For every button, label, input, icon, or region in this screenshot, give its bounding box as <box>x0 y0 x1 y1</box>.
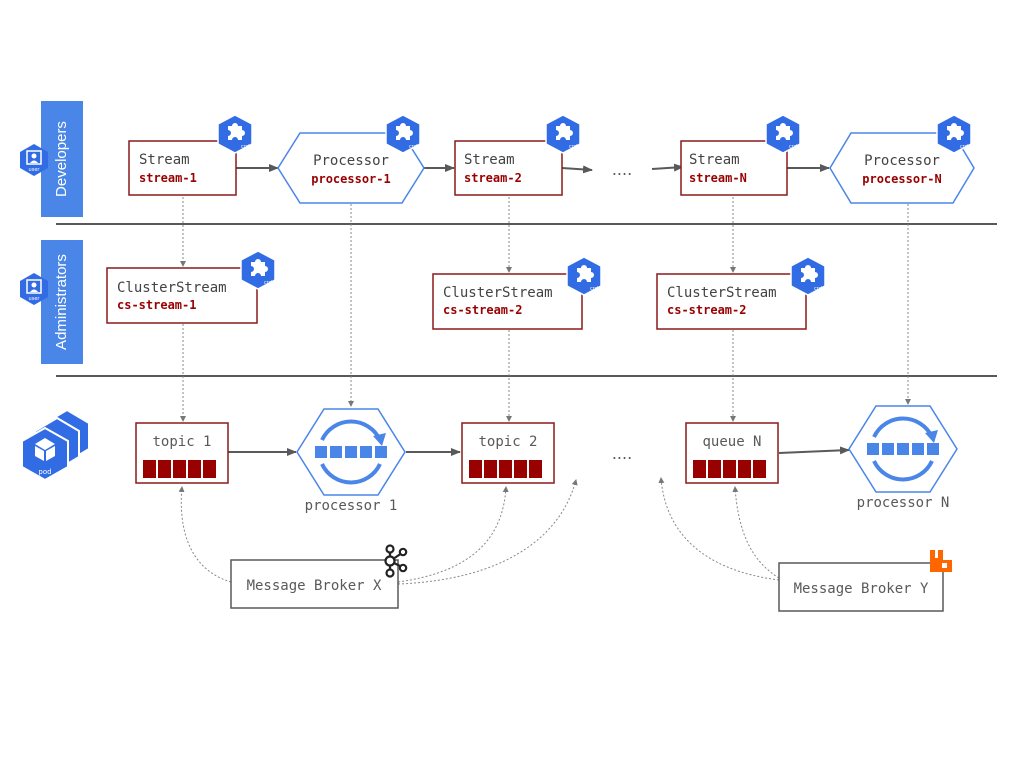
ellipsis-text: .... <box>612 444 632 463</box>
cluster-stream-box[interactable]: ClusterStream cs-stream-2 <box>432 273 583 330</box>
lane-administrators: Administrators <box>41 240 83 364</box>
cluster-stream-kind: ClusterStream <box>117 280 227 296</box>
processor-queue-cells <box>867 443 939 455</box>
stream-name: stream-2 <box>464 171 522 185</box>
rabbitmq-icon <box>930 550 952 572</box>
crd-icon: crd <box>936 114 972 154</box>
pod-icon: pod <box>21 408 90 482</box>
cluster-stream-name: cs-stream-2 <box>443 303 522 317</box>
broker-connectors <box>178 477 780 585</box>
cluster-stream-name: cs-stream-1 <box>117 298 196 312</box>
message-broker-label: Message Broker Y <box>794 581 929 597</box>
stream-kind: Stream <box>464 152 515 168</box>
cluster-stream-box[interactable]: ClusterStream cs-stream-2 <box>656 273 807 330</box>
processor-box[interactable]: Processor processor-1 <box>277 132 425 204</box>
queue-label: queue N <box>702 434 761 450</box>
dotted-connectors <box>180 197 911 422</box>
queue-messages <box>469 460 542 478</box>
crd-icon: crd <box>545 114 581 154</box>
user-icon: user <box>20 273 48 305</box>
developer-flow-arrows <box>236 163 830 174</box>
crd-icon-label: crd <box>960 144 968 150</box>
lane-administrators-label: Administrators <box>53 254 70 350</box>
loop-arrow-icon <box>872 416 934 438</box>
processor-kind: Processor <box>313 153 389 169</box>
queue-box[interactable]: topic 2 <box>461 422 555 484</box>
message-broker-box[interactable]: Message Broker Y <box>778 562 944 612</box>
runtime-processor[interactable]: processor 1 <box>296 406 406 514</box>
crd-icon: crd <box>765 114 801 154</box>
crd-icon-label: crd <box>264 280 272 286</box>
runtime-processor-label: processor 1 <box>305 498 398 514</box>
processor-name: processor-1 <box>311 172 390 186</box>
cluster-stream-kind: ClusterStream <box>443 285 553 301</box>
queue-messages <box>143 460 216 478</box>
queue-box[interactable]: queue N <box>685 422 779 484</box>
processor-name: processor-N <box>862 172 941 186</box>
crd-icon: crd <box>566 256 602 296</box>
loop-arrow-icon <box>320 419 382 441</box>
crd-icon-label: crd <box>569 144 577 150</box>
user-icon-label: user <box>29 167 41 173</box>
stream-name: stream-1 <box>139 171 197 185</box>
processor-queue-cells <box>315 446 387 458</box>
stream-box[interactable]: Stream stream-N <box>680 140 788 196</box>
cluster-stream-name: cs-stream-2 <box>667 303 746 317</box>
message-broker-box[interactable]: Message Broker X <box>230 559 399 609</box>
stream-kind: Stream <box>689 152 740 168</box>
user-icon-label: user <box>29 296 41 302</box>
cluster-stream-box[interactable]: ClusterStream cs-stream-1 <box>106 267 258 324</box>
runtime-processor-label: processor N <box>857 495 950 511</box>
ellipsis-text: .... <box>612 160 632 179</box>
crd-icon: crd <box>790 256 826 296</box>
processor-kind: Processor <box>864 153 940 169</box>
crd-icon-label: crd <box>409 144 417 150</box>
kafka-icon <box>384 544 408 578</box>
queue-messages <box>693 460 766 478</box>
stream-name: stream-N <box>689 171 747 185</box>
message-broker-label: Message Broker X <box>247 578 382 594</box>
user-icon: user <box>20 144 48 176</box>
queue-box[interactable]: topic 1 <box>135 422 229 484</box>
queue-label: topic 2 <box>478 434 537 450</box>
processor-box[interactable]: Processor processor-N <box>829 132 975 204</box>
queue-label: topic 1 <box>152 434 211 450</box>
crd-icon: crd <box>240 250 276 290</box>
stream-box[interactable]: Stream stream-1 <box>128 140 237 196</box>
crd-icon-label: crd <box>241 144 249 150</box>
cluster-stream-kind: ClusterStream <box>667 285 777 301</box>
crd-icon-label: crd <box>814 286 822 292</box>
runtime-processor[interactable]: processor N <box>848 405 958 511</box>
lane-developers-label: Developers <box>53 121 70 197</box>
stream-kind: Stream <box>139 152 190 168</box>
crd-icon: crd <box>385 114 421 154</box>
pod-icon-label: pod <box>38 468 51 476</box>
crd-icon-label: crd <box>789 144 797 150</box>
crd-icon-label: crd <box>590 286 598 292</box>
stream-box[interactable]: Stream stream-2 <box>454 140 563 196</box>
crd-icon: crd <box>217 114 253 154</box>
runtime-flow-arrows <box>228 446 850 456</box>
